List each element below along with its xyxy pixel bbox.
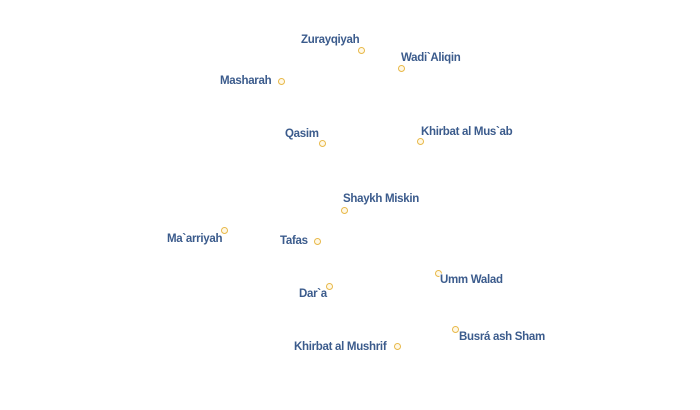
place-label: Dar`a bbox=[299, 288, 327, 300]
place-label: Tafas bbox=[280, 235, 308, 247]
place-marker-icon[interactable] bbox=[394, 343, 401, 350]
place-label: Busrá ash Sham bbox=[459, 331, 545, 343]
place-label: Khirbat al Mus`ab bbox=[421, 126, 513, 138]
place-label: Qasim bbox=[285, 128, 319, 140]
place-marker-icon[interactable] bbox=[398, 65, 405, 72]
place-marker-icon[interactable] bbox=[341, 207, 348, 214]
place-marker-icon[interactable] bbox=[278, 78, 285, 85]
place-marker-icon[interactable] bbox=[319, 140, 326, 147]
place-marker-icon[interactable] bbox=[326, 283, 333, 290]
place-marker-icon[interactable] bbox=[452, 326, 459, 333]
place-marker-icon[interactable] bbox=[358, 47, 365, 54]
place-label: Masharah bbox=[220, 75, 272, 87]
place-label: Shaykh Miskin bbox=[343, 193, 419, 205]
place-label: Khirbat al Mushrif bbox=[294, 341, 387, 353]
place-label: Wadi`Aliqin bbox=[401, 52, 461, 64]
place-marker-icon[interactable] bbox=[314, 238, 321, 245]
place-label: Ma`arriyah bbox=[167, 233, 223, 245]
place-label: Umm Walad bbox=[440, 274, 503, 286]
place-marker-icon[interactable] bbox=[435, 270, 442, 277]
place-marker-icon[interactable] bbox=[417, 138, 424, 145]
place-marker-icon[interactable] bbox=[221, 227, 228, 234]
place-label: Zurayqiyah bbox=[301, 34, 360, 46]
